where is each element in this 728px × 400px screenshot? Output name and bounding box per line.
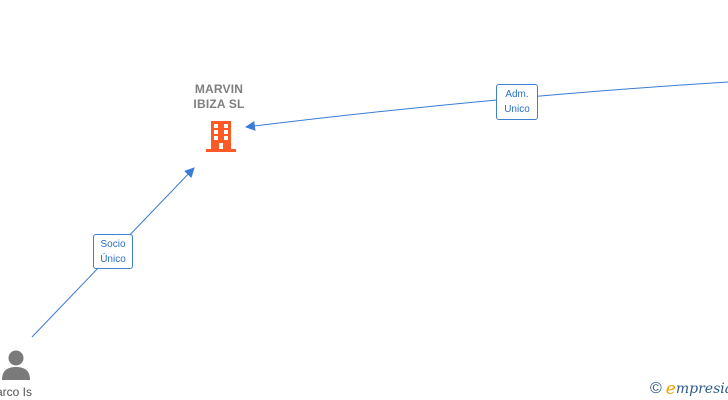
company-name[interactable]: MARVIN IBIZA SL [179, 82, 259, 112]
edge-label-socio-unico[interactable]: Socio Único [93, 234, 133, 269]
brand-logo: © e mpresia [650, 379, 728, 399]
edge-adm-unico [245, 81, 728, 131]
edge-label-socio-line2: Único [100, 254, 126, 265]
person-name[interactable]: arco Is [0, 385, 33, 399]
edge-label-adm-line2: Unico [504, 104, 530, 115]
brand-name: mpresia [675, 381, 728, 397]
person-icon[interactable] [1, 349, 31, 381]
company-name-line2: IBIZA SL [193, 97, 245, 111]
company-name-line1: MARVIN [194, 82, 244, 96]
building-icon[interactable] [204, 118, 238, 154]
edge-label-adm-unico[interactable]: Adm. Unico [496, 84, 538, 120]
brand-initial: e [665, 379, 676, 399]
copyright-icon: © [650, 380, 662, 397]
edge-label-adm-line1: Adm. [505, 89, 529, 100]
edge-label-socio-line1: Socio [100, 239, 126, 250]
